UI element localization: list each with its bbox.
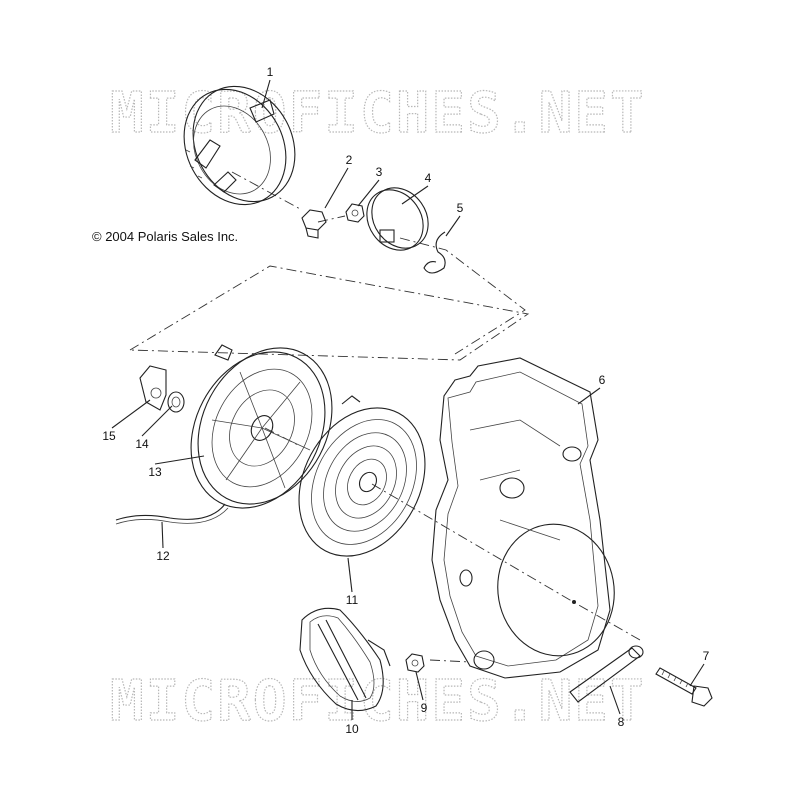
axis-line-top [231, 171, 303, 211]
callout-4: 4 [425, 171, 432, 185]
axis-line-bolt [429, 659, 471, 663]
callout-12: 12 [156, 549, 170, 563]
handle-part [299, 607, 391, 712]
strap-part [569, 645, 644, 703]
callout-14: 14 [135, 437, 149, 451]
leader-lines [111, 79, 705, 720]
cup-part [183, 85, 296, 206]
axis-line-reel [264, 427, 301, 447]
callout-3: 3 [376, 165, 383, 179]
watermark-bottom: MICROFICHES.NET [110, 669, 646, 734]
callout-13: 13 [148, 465, 162, 479]
callout-8: 8 [618, 715, 625, 729]
callout-10: 10 [345, 722, 359, 736]
watermark-top: MICROFICHES.NET [110, 81, 646, 146]
bushing-part [167, 391, 185, 413]
callout-11: 11 [346, 593, 359, 607]
nut-9-part [405, 653, 425, 673]
callout-7: 7 [703, 649, 710, 663]
callout-15: 15 [102, 429, 116, 443]
pulley-part [366, 187, 429, 251]
axis-line-spring [371, 483, 641, 641]
washer-nut-part [345, 203, 365, 223]
callout-5: 5 [457, 201, 464, 215]
axis-line-top-2 [317, 215, 346, 223]
nut-part [301, 209, 327, 239]
callout-2: 2 [346, 153, 353, 167]
assembly-outline [128, 265, 530, 361]
clip-part [423, 231, 446, 274]
reel-part [190, 344, 333, 509]
bracket-part [139, 365, 167, 411]
housing-part [431, 357, 615, 679]
rope-part [115, 503, 229, 525]
callout-1: 1 [267, 65, 274, 79]
spring-part [298, 395, 426, 557]
callout-9: 9 [421, 701, 428, 715]
bolt-part [655, 667, 713, 707]
copyright-text: © 2004 Polaris Sales Inc. [92, 229, 239, 244]
callout-6: 6 [599, 373, 606, 387]
axis-line-upper [399, 237, 526, 355]
